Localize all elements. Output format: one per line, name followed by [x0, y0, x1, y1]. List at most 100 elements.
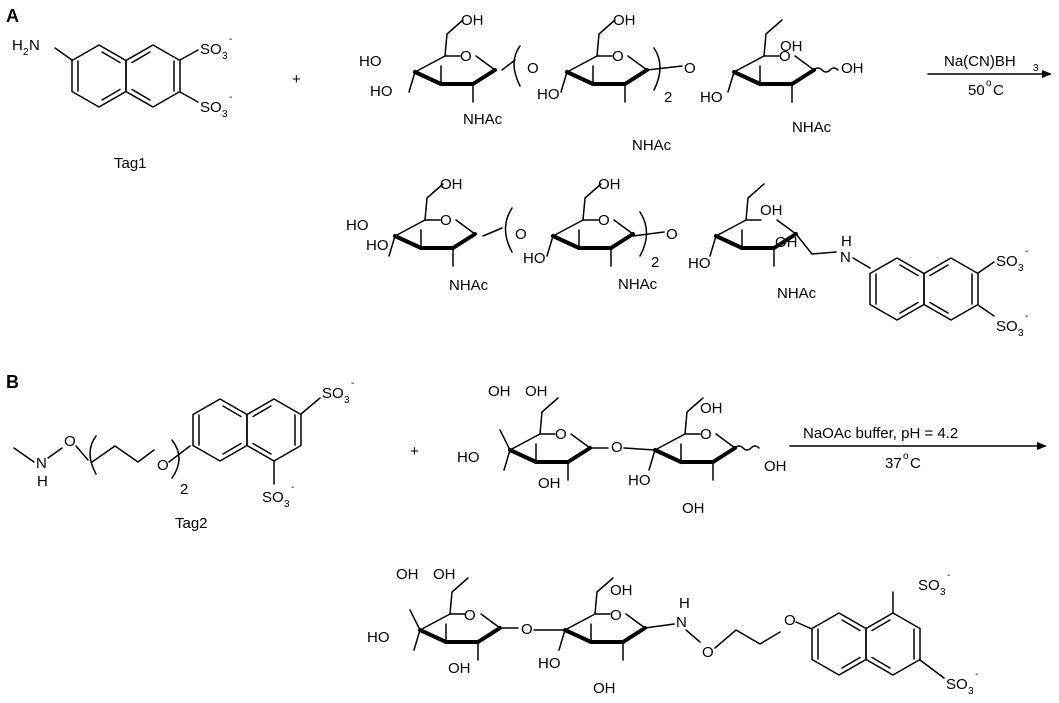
tag2-so3-top: SO	[322, 385, 344, 402]
b-p1-axial-oh-bond	[409, 609, 421, 631]
a-r2-nhac: NHAc	[632, 137, 672, 154]
b-p2-ho: HO	[538, 655, 561, 672]
b-r2-ring-o: O	[700, 426, 712, 443]
a-p-aminomethyl	[795, 233, 837, 255]
panel-a-plus: +	[292, 71, 301, 88]
a-r2-oh-top: OH	[613, 12, 636, 29]
panel-b-temp-value: 37	[885, 455, 902, 472]
tag2-o-1: O	[64, 433, 76, 450]
b-p-so3-bottom-bond	[919, 659, 945, 679]
tag2-o-ch2-bond	[75, 445, 89, 461]
a-p-naphthalene-ring	[869, 257, 979, 321]
a-repeat-bracket-left	[513, 45, 521, 87]
b-p1-oh-bottom: OH	[448, 660, 471, 677]
a-p1-ho-lower: HO	[366, 237, 389, 254]
a-p2-nhac: NHAc	[618, 276, 658, 293]
a-p3-oh-top: OH	[760, 202, 783, 219]
b-p1-oh-top: OH	[433, 566, 456, 583]
b-p-so3-top: SO	[918, 577, 940, 594]
tag2-so3-bottom: SO	[262, 489, 284, 506]
panel-a-reagent-sub: 3	[1033, 63, 1039, 74]
b-r1-oh-top: OH	[525, 383, 548, 400]
tag2-n: N	[36, 455, 47, 472]
tag2-repeat-n: 2	[180, 481, 188, 498]
b-p-so3-bottom-charge: -	[975, 669, 978, 680]
tag1-so3-top: SO	[200, 41, 222, 58]
panel-a-temp-value: 50	[968, 82, 985, 99]
tag2-so3-top-bond	[300, 397, 321, 415]
b-p-c-n-bond	[644, 623, 675, 629]
a-product-ring-2	[545, 182, 635, 268]
panel-a-temp-unit: C	[993, 82, 1004, 99]
a-r3-ho: HO	[700, 89, 723, 106]
a-p-so3-bottom-charge: -	[1025, 311, 1028, 322]
a-r2-ho: HO	[537, 86, 560, 103]
b-p-naphthalene-ring	[811, 612, 921, 676]
a-r2-ring-o: O	[612, 48, 624, 65]
a-p1-nhac: NHAc	[449, 277, 489, 294]
a-r1-ho-left: HO	[359, 53, 382, 70]
b-p-nh-h: H	[679, 595, 690, 612]
tag2-so3-bottom-sub: 3	[284, 499, 290, 510]
tag2-molecule: N H O O 2 SO 3 - SO 3 -	[13, 378, 354, 510]
b-r2-anomeric-oh: OH	[764, 458, 787, 475]
a-p1-ho-left: HO	[346, 217, 369, 234]
a-r3-oh-top: OH	[780, 38, 803, 55]
a-linker-1	[501, 59, 516, 71]
panel-a-oligosaccharide-reactant: OH O HO HO NHAc O OH O HO NHAc 2 O OH O …	[359, 12, 864, 154]
b-r2-ho: HO	[628, 472, 651, 489]
tag2-naphthalene-ring	[192, 398, 302, 462]
b-link-o: O	[611, 439, 623, 456]
a-p2-ho: HO	[523, 250, 546, 267]
a-r1-ho-lower: HO	[370, 83, 393, 100]
a-p-so3-top-sub: 3	[1018, 263, 1024, 274]
a-r1-nhac: NHAc	[463, 111, 503, 128]
b-r1-ho: HO	[457, 449, 480, 466]
b-p-oxime-o: O	[702, 644, 714, 661]
tag1-so3-top-sub: 3	[222, 51, 228, 62]
panel-b-plus: +	[410, 443, 419, 460]
tag2-methyl-bond	[13, 447, 35, 463]
b-p-so3-top-sub: 3	[940, 587, 946, 598]
a-product-ring-3	[708, 182, 798, 268]
a-p-nh-h: H	[841, 233, 852, 250]
b-p-so3-bottom: SO	[946, 676, 968, 693]
a-p-so3-top: SO	[996, 253, 1018, 270]
a-p-repeat-bracket-right	[639, 211, 648, 257]
tag1-naphthalene-ring	[71, 44, 181, 108]
b-r1-ring-o: O	[555, 426, 567, 443]
a-p-linker-2	[632, 231, 665, 237]
panel-b-arrowhead	[1037, 442, 1047, 450]
panel-a-arrowhead	[1042, 70, 1052, 78]
tag2-so3-top-sub: 3	[344, 395, 350, 406]
a-p1-ring-o: O	[440, 212, 452, 229]
a-r1-ring-o: O	[460, 48, 472, 65]
b-reactant-ring-1	[502, 396, 592, 482]
a-product-ring-1	[387, 182, 477, 268]
a-r3-ring-o: O	[779, 48, 791, 65]
tag2-nh-h: H	[37, 473, 48, 490]
b-r1-axial-oh-bond	[499, 429, 511, 451]
a-p1-oh-top: OH	[440, 176, 463, 193]
a-p-repeat-n: 2	[651, 254, 659, 271]
tag2-bracket-right	[171, 439, 180, 479]
tag2-o-aryl-bond	[168, 445, 191, 463]
tag1-caption: Tag1	[114, 155, 147, 172]
tag2-so3-top-charge: -	[351, 378, 354, 389]
a-p-so3-top-charge: -	[1025, 246, 1028, 257]
a-p-link-o-2: O	[666, 226, 678, 243]
a-p-so3-bottom: SO	[996, 318, 1018, 335]
tag1-so3-bottom: SO	[200, 99, 222, 116]
tag2-n-o-bond	[47, 447, 63, 459]
a-linker-2	[646, 65, 683, 71]
tag2-caption: Tag2	[175, 515, 208, 532]
b-r1-oh-bottom: OH	[538, 475, 561, 492]
b-p-n-o-bond	[685, 629, 701, 643]
a-p-linker-1	[482, 227, 503, 237]
b-p2-oh-bottom: OH	[593, 680, 616, 697]
a-p-repeat-bracket-left	[504, 207, 513, 253]
b-r2-oh-bottom: OH	[682, 500, 705, 517]
a-reactant-ring-1	[407, 18, 497, 104]
b-p-ethylene-chain	[714, 629, 781, 649]
